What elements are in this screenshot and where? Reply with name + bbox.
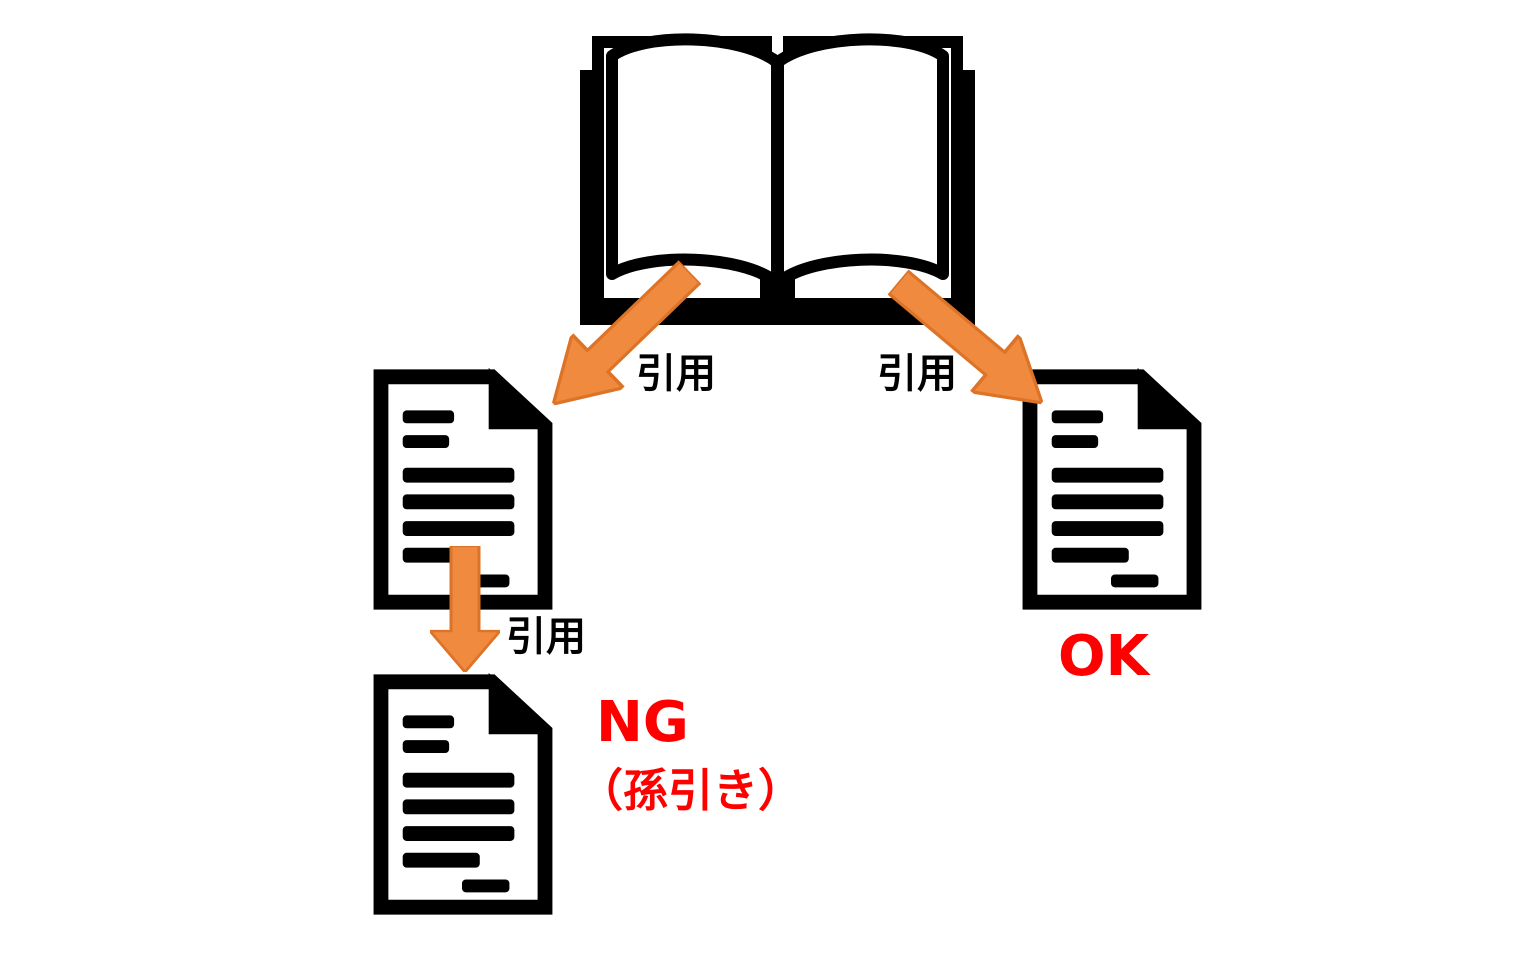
quote-label-right: 引用 xyxy=(877,351,957,397)
ok-label: OK xyxy=(1058,624,1149,689)
quote-label-left: 引用 xyxy=(636,351,716,397)
book-open-page-right xyxy=(772,33,949,294)
secondhand-document-icon xyxy=(363,668,561,920)
book-open-page-left xyxy=(606,33,783,294)
open-book-icon xyxy=(580,33,975,325)
quote-label-bottom: 引用 xyxy=(506,614,586,660)
quote-arrow-down-icon xyxy=(430,546,500,672)
ng-note-label: （孫引き） xyxy=(578,764,804,817)
ng-label: NG xyxy=(596,690,689,755)
